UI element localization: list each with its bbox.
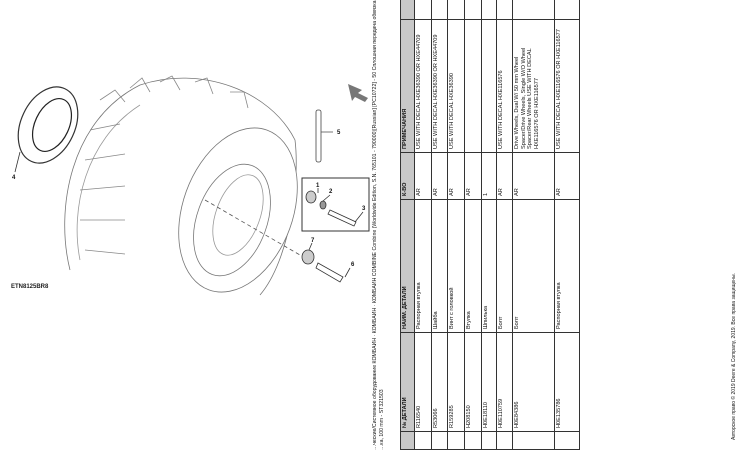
notes-cell <box>481 19 497 153</box>
extra-cell <box>496 0 513 20</box>
col-qty: К-ВО <box>400 152 415 200</box>
part-number-cell: H208150 <box>464 332 482 432</box>
callout-5: 5 <box>337 130 341 136</box>
part-name-cell: Распорная втулка <box>414 199 432 333</box>
qty-cell: AR <box>496 152 513 200</box>
qty-cell: AR <box>414 152 432 200</box>
pos-cell <box>496 431 513 450</box>
flange-ring-part <box>17 86 79 164</box>
qty-cell: 1 <box>481 152 497 200</box>
pos-cell <box>481 431 497 450</box>
notes-cell: Drive Wheels, Dual W/ 50 mm Wheel Spacer… <box>512 19 555 153</box>
part-name-cell: Распорная втулка <box>554 199 580 333</box>
part-number-cell: H0E18110 <box>481 332 497 432</box>
pos-cell <box>512 431 555 450</box>
part-number-cell: R53066 <box>431 332 448 432</box>
col-part-name: НАИМ. ДЕТАЛИ <box>400 199 415 333</box>
notes-cell: USE WITH DECAL HXE116576 OR HXE116577 <box>554 19 580 153</box>
header-line-1: …ческие/Системное оборудование КОМБАЙН ·… <box>372 0 378 450</box>
notes-cell: USE WITH DECAL HXE36390 OR HXE44709 <box>414 19 432 153</box>
extra-cell <box>431 0 448 20</box>
extra-cell <box>554 0 580 20</box>
notes-cell: USE WITH DECAL HXE116576 <box>496 19 513 153</box>
header-line-2: …ка, 100 mm - ST321503 <box>379 389 385 450</box>
pos-cell <box>414 431 432 450</box>
col-extra <box>400 0 415 20</box>
qty-cell: AR <box>554 152 580 200</box>
qty-cell: AR <box>464 152 482 200</box>
notes-cell: USE WITH DECAL HXE36390 OR HXE44709 <box>431 19 448 153</box>
extra-cell <box>447 0 465 20</box>
qty-cell: AR <box>512 152 555 200</box>
table-header-row: № ДЕТАЛИ НАИМ. ДЕТАЛИ К-ВО ПРИМЕЧАНИЯ <box>400 0 415 450</box>
pos-cell <box>447 431 465 450</box>
part-name-cell: Болт <box>512 199 555 333</box>
col-pos <box>400 431 415 450</box>
callout-2: 2 <box>329 189 333 195</box>
figure-id: ETN8125BR8 <box>11 284 49 290</box>
arrow-down-left-icon <box>348 84 368 102</box>
notes-cell: USE WITH DECAL HXE36390 <box>447 19 465 153</box>
inset-box <box>301 177 370 232</box>
col-part-number: № ДЕТАЛИ <box>400 332 415 432</box>
extra-cell <box>481 0 497 20</box>
callout-3: 3 <box>362 206 366 212</box>
part-number-cell: H0E135786 <box>554 332 580 432</box>
page-header: …ческие/Системное оборудование КОМБАЙН ·… <box>372 0 386 450</box>
part-name-cell: Винт с головкой <box>447 199 465 333</box>
extra-cell <box>512 0 555 20</box>
part-name-cell: Втулка <box>464 199 482 333</box>
parts-table: № ДЕТАЛИ НАИМ. ДЕТАЛИ К-ВО ПРИМЕЧАНИЯ R1… <box>400 0 580 450</box>
notes-cell <box>464 19 482 153</box>
part-name-cell: Шайба <box>431 199 448 333</box>
pos-cell <box>554 431 580 450</box>
col-notes: ПРИМЕЧАНИЯ <box>400 19 415 153</box>
qty-cell: AR <box>447 152 465 200</box>
tire-part <box>64 75 301 296</box>
callout-4: 4 <box>12 175 16 181</box>
part-name-cell: Болт <box>496 199 513 333</box>
part-number-cell: H0E84386 <box>512 332 555 432</box>
part-number-cell: R159285 <box>447 332 465 432</box>
part-number-cell: H0E110759 <box>496 332 513 432</box>
copyright-footer: Авторское право © 2019 Deere & Company, … <box>731 272 737 440</box>
callout-1: 1 <box>316 183 320 189</box>
part-number-cell: R116540 <box>414 332 432 432</box>
qty-cell: AR <box>431 152 448 200</box>
part-name-cell: Шпилька <box>481 199 497 333</box>
extra-cell <box>464 0 482 20</box>
pos-cell <box>431 431 448 450</box>
pos-cell <box>464 431 482 450</box>
callout-7: 7 <box>311 238 315 244</box>
extra-cell <box>414 0 432 20</box>
pin-part <box>315 109 322 163</box>
callout-6: 6 <box>351 262 355 268</box>
exploded-wheel-diagram: 1 2 3 4 5 6 7 <box>12 75 370 296</box>
